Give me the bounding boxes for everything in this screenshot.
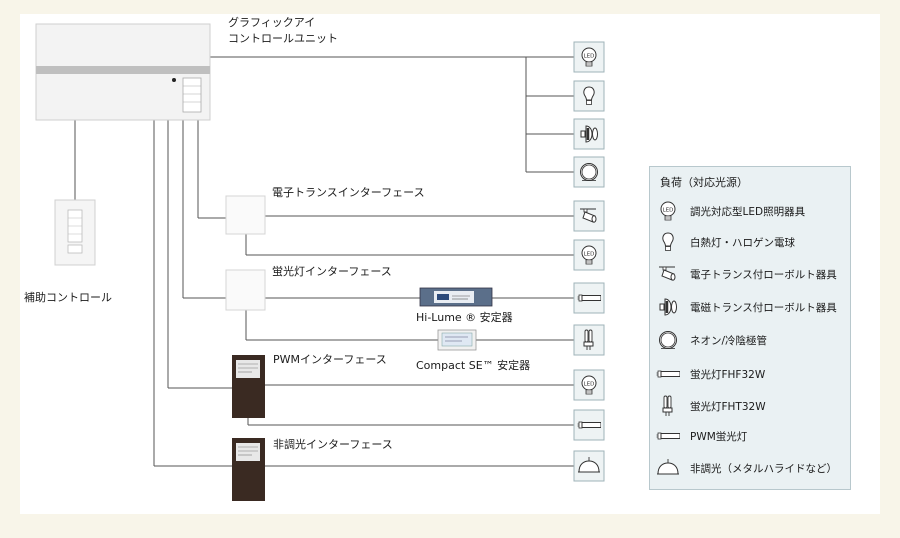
fluorescent-tube-icon <box>656 424 680 448</box>
legend-item-label: 調光対応型LED照明器具 <box>690 206 806 218</box>
legend-item-incandescent: 白熱灯・ハロゲン電球 <box>650 228 850 258</box>
pwm-interface-box <box>232 355 265 418</box>
load-icon-column <box>573 41 605 482</box>
compact-fluorescent-icon <box>656 394 680 418</box>
magnetic-transformer-icon <box>656 295 680 319</box>
legend-item-label: 蛍光灯FHT32W <box>690 401 766 413</box>
legend-box: 負荷（対応光源） 調光対応型LED照明器具 白熱灯・ハロゲン電球 電子トランス付… <box>649 166 851 490</box>
legend-item-neon: ネオン/冷陰極管 <box>650 326 850 356</box>
legend-item-non-dim: 非調光（メタルハライドなど） <box>650 454 850 484</box>
legend-item-label: ネオン/冷陰極管 <box>690 335 768 347</box>
legend-item-label: 電磁トランス付ローボルト器具 <box>690 302 837 314</box>
legend-item-led: 調光対応型LED照明器具 <box>650 197 850 227</box>
electronic-transformer-interface-box <box>225 195 266 235</box>
controller-label-line1: グラフィックアイ <box>228 16 316 29</box>
legend-item-electronic-lowvolt: 電子トランス付ローボルト器具 <box>650 260 850 290</box>
legend-item-fhf32w: 蛍光灯FHF32W <box>650 360 850 390</box>
controller-unit <box>35 23 211 121</box>
keypad-label: 補助コントロール <box>24 291 112 304</box>
interface-label-pwm: PWMインターフェース <box>273 353 387 366</box>
interface-label-fluorescent: 蛍光灯インターフェース <box>272 265 392 278</box>
ballast-label-compact-se: Compact SE™ 安定器 <box>416 359 531 372</box>
legend-item-magnetic-lowvolt: 電磁トランス付ローボルト器具 <box>650 293 850 323</box>
non-dim-interface-box <box>232 438 265 501</box>
legend-item-label: 非調光（メタルハライドなど） <box>690 463 837 475</box>
legend-item-pwm-fluorescent: PWM蛍光灯 <box>650 422 850 452</box>
ballast-label-hi-lume: Hi-Lume ® 安定器 <box>416 311 513 324</box>
led-bulb-icon <box>656 199 680 223</box>
fluorescent-tube-icon <box>656 362 680 386</box>
hi-lume-ballast <box>419 287 493 307</box>
fluorescent-interface-box <box>225 269 266 311</box>
legend-item-label: PWM蛍光灯 <box>690 431 748 443</box>
interface-label-electronic: 電子トランスインターフェース <box>272 186 425 199</box>
controller-label-line2: コントロールユニット <box>228 32 338 45</box>
legend-item-label: 白熱灯・ハロゲン電球 <box>690 237 795 249</box>
neon-ring-icon <box>656 328 680 352</box>
dome-fixture-icon <box>656 456 680 480</box>
legend-item-label: 蛍光灯FHF32W <box>690 369 766 381</box>
legend-item-fht32w: 蛍光灯FHT32W <box>650 392 850 422</box>
interface-label-non-dim: 非調光インターフェース <box>273 438 393 451</box>
legend-item-label: 電子トランス付ローボルト器具 <box>690 269 837 281</box>
compact-se-ballast <box>437 329 477 351</box>
legend-title: 負荷（対応光源） <box>660 176 748 189</box>
auxiliary-keypad <box>54 199 96 266</box>
incandescent-bulb-icon <box>656 230 680 254</box>
spotlight-icon <box>656 262 680 286</box>
